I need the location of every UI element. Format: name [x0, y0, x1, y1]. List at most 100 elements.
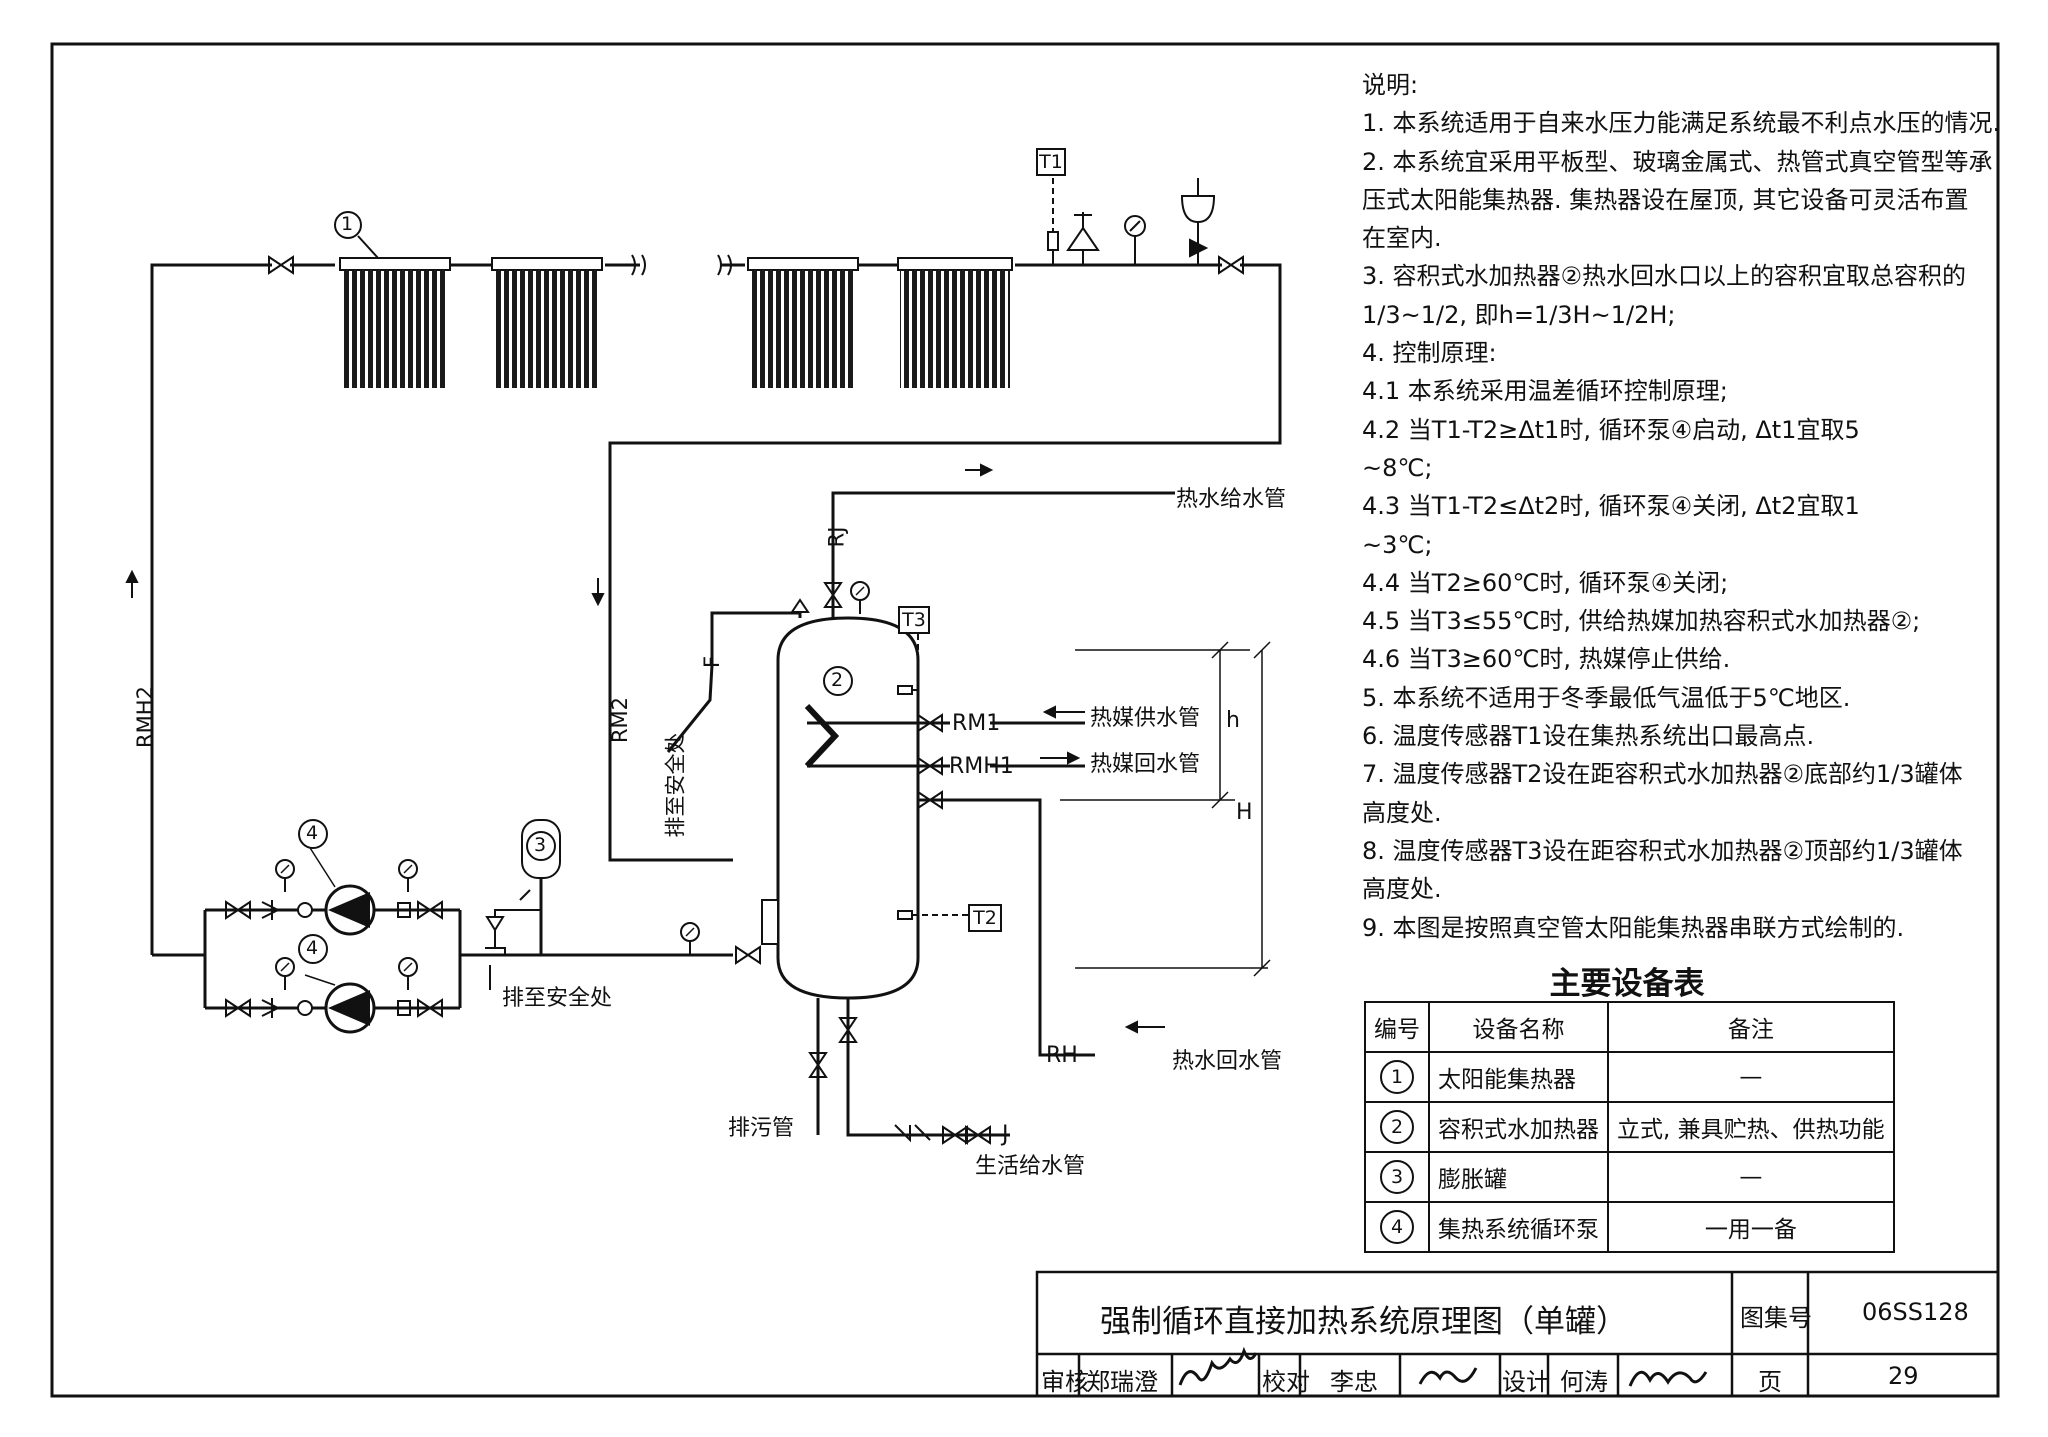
table-row: 2 容积式水加热器 立式, 兼具贮热、供热功能 [1364, 1101, 1895, 1153]
note-line: 3. 容积式水加热器②热水回水口以上的容积宜取总容积的 [1362, 262, 1967, 291]
check-label: 校对 [1262, 1368, 1310, 1396]
sensor-t2-tag: T2 [968, 904, 1002, 932]
heating-medium-supply-label: 热媒供水管 [1090, 706, 1201, 731]
marker-expansion-tank: 3 [534, 834, 547, 856]
collector-panel [491, 257, 603, 388]
header-name: 设备名称 [1428, 1001, 1609, 1053]
marker-heater: 2 [831, 669, 844, 691]
equipment-marker-circles [298, 211, 853, 964]
design-label: 设计 [1502, 1368, 1550, 1396]
table-header-row: 编号 设备名称 备注 [1364, 1001, 1895, 1053]
collector-panel [897, 257, 1013, 388]
pipe-code-rmh1: RMH1 [949, 754, 1014, 779]
review-label: 审核 [1041, 1368, 1089, 1396]
note-line: 5. 本系统不适用于冬季最低气温低于5℃地区. [1362, 683, 1851, 712]
circulation-pump-icon [324, 982, 376, 1034]
note-line: 4.2 当T1-T2≥Δt1时, 循环泵④启动, Δt1宜取5 [1362, 415, 1860, 444]
note-line: 在室内. [1362, 224, 1442, 253]
collector-outlet-valve[interactable] [1218, 256, 1244, 274]
note-line: 9. 本图是按照真空管太阳能集热器串联方式绘制的. [1362, 913, 1905, 942]
domestic-cold-supply-label: 生活给水管 [975, 1154, 1086, 1179]
collector-loop [150, 263, 1282, 955]
note-line: 1/3~1/2, 即h=1/3H~1/2H; [1362, 300, 1676, 329]
pipe-code-j: J [1002, 1122, 1009, 1147]
hot-water-supply-label: 热水给水管 [1176, 487, 1287, 512]
heater-inlet-valve[interactable] [735, 946, 761, 964]
atlas-no: 06SS128 [1862, 1298, 1969, 1326]
collector-inlet-valve[interactable] [268, 256, 294, 274]
solar-collector-panels [339, 257, 1013, 388]
sensor-t1-tag: T1 [1036, 148, 1066, 176]
note-line: 8. 温度传感器T3设在距容积式水加热器②顶部约1/3罐体 [1362, 836, 1963, 865]
circulation-pump-icon [324, 884, 376, 936]
pipe-code-rm2: RM2 [608, 696, 633, 744]
marker-collector: 1 [341, 213, 354, 235]
flow-leader-arrows [1040, 705, 1165, 1034]
note-line: 4.1 本系统采用温差循环控制原理; [1362, 377, 1728, 406]
item-remark: 一用一备 [1607, 1201, 1895, 1253]
note-line: 6. 温度传感器T1设在集热系统出口最高点. [1362, 722, 1815, 751]
designer-name: 何涛 [1560, 1368, 1608, 1396]
item-remark: — [1607, 1051, 1895, 1103]
header-remark: 备注 [1607, 1001, 1895, 1053]
table-row: 4 集热系统循环泵 一用一备 [1364, 1201, 1895, 1253]
dimension-H-label: H [1236, 800, 1253, 825]
note-line: 2. 本系统宜采用平板型、玻璃金属式、热管式真空管型等承 [1362, 147, 1993, 176]
page-number: 29 [1888, 1362, 1919, 1390]
design-notes: 说明: 1. 本系统适用于自来水压力能满足系统最不利点水压的情况. 2. 本系统… [1362, 66, 2001, 947]
collector-panel [747, 257, 859, 388]
drain-pipe-label: 排污管 [728, 1116, 795, 1141]
note-line: 4.6 当T3≥60℃时, 热媒停止供给. [1362, 645, 1731, 674]
item-name: 容积式水加热器 [1428, 1101, 1609, 1153]
heating-medium-return-label: 热媒回水管 [1090, 752, 1201, 777]
checker-name: 李忠 [1330, 1368, 1378, 1396]
item-no: 2 [1380, 1110, 1414, 1144]
equipment-table-title: 主要设备表 [1549, 966, 1705, 1002]
marker-pump-b: 4 [306, 937, 319, 959]
pipe-code-rj: RJ [824, 526, 849, 548]
pipe-code-rm1: RM1 [952, 711, 1001, 736]
pressure-gauge-icon [680, 922, 700, 956]
pipe-code-rh: RH [1046, 1043, 1078, 1068]
note-line: 4.4 当T2≥60℃时, 循环泵④关闭; [1362, 568, 1729, 597]
note-line: 1. 本系统适用于自来水压力能满足系统最不利点水压的情况. [1362, 109, 2001, 138]
item-no: 4 [1380, 1210, 1414, 1244]
drain-to-safe-label-vertical: 排至安全处 [663, 732, 688, 838]
heater-side-piping [918, 721, 1095, 1057]
item-remark: — [1607, 1151, 1895, 1203]
pump-station-fittings [225, 839, 443, 1034]
check-valve-icon [894, 1124, 931, 1143]
pipe-break-symbols [631, 254, 732, 276]
pipe-code-rmh2: RMH2 [132, 686, 157, 748]
hot-water-return-label: 热水回水管 [1172, 1049, 1283, 1074]
signature-marks [1178, 1346, 1708, 1387]
safety-valve-icon [790, 598, 810, 613]
water-heater-tank [761, 616, 920, 1000]
equipment-table: 编号 设备名称 备注 1 太阳能集热器 — 2 容积式水加热器 立式, 兼具贮热… [1364, 1001, 1895, 1253]
item-name: 集热系统循环泵 [1428, 1201, 1609, 1253]
item-no: 3 [1380, 1160, 1414, 1194]
reviewer-name: 郑瑞澄 [1086, 1368, 1158, 1396]
page-label: 页 [1758, 1368, 1782, 1396]
notes-heading: 说明: [1362, 71, 1419, 99]
item-no: 1 [1380, 1060, 1414, 1094]
pressure-gauge-icon [275, 859, 295, 893]
pressure-gauge-icon [398, 957, 418, 991]
item-name: 膨胀罐 [1428, 1151, 1609, 1203]
sensor-leads [897, 632, 968, 920]
pressure-gauge-icon [398, 859, 418, 893]
collector-panel [339, 257, 451, 388]
note-line: 高度处. [1362, 798, 1442, 827]
dimension-h-label: h [1226, 708, 1240, 733]
flow-arrows [125, 463, 994, 607]
pipe-code-f: F [700, 655, 725, 669]
drain-to-safe-label: 排至安全处 [502, 986, 613, 1011]
item-remark: 立式, 兼具贮热、供热功能 [1607, 1101, 1895, 1153]
pressure-gauge-icon [850, 581, 870, 615]
heater-top-piping [666, 491, 1175, 753]
title-block-grid [1035, 1270, 2000, 1398]
drawing-title: 强制循环直接加热系统原理图（单罐） [1100, 1304, 1627, 1340]
collector-outlet-devices [1047, 178, 1216, 265]
sensor-t3-tag: T3 [898, 606, 930, 634]
table-row: 1 太阳能集热器 — [1364, 1051, 1895, 1103]
